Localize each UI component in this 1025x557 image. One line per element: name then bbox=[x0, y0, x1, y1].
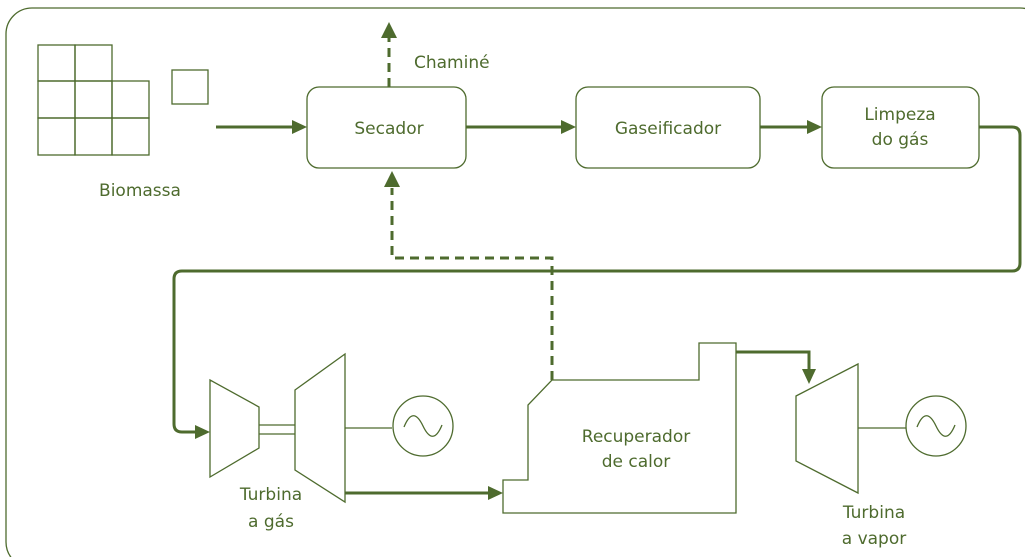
steam-turbine-label-1: Turbina bbox=[842, 503, 905, 523]
heat-recovery-label-2: de calor bbox=[602, 452, 671, 472]
gas-cleaning-label-1: Limpeza bbox=[864, 105, 935, 125]
gas-cleaning-box bbox=[821, 86, 980, 169]
exhaust-to-recovery-arrowhead bbox=[488, 486, 503, 500]
gas-turbine-shape bbox=[294, 352, 346, 504]
biomass-label: Biomassa bbox=[99, 181, 181, 201]
compressor-shape bbox=[209, 378, 260, 479]
heat-return-flow-line bbox=[390, 188, 554, 380]
chimney-label: Chaminé bbox=[414, 53, 490, 73]
recovery-to-steam-turbine-line bbox=[736, 350, 811, 370]
steam-turbine-label-2: a vapor bbox=[842, 529, 906, 549]
gasifier-label: Gaseificador bbox=[615, 119, 721, 139]
steam-turbine-shape bbox=[795, 362, 859, 495]
gas-cleaning-label-2: do gás bbox=[872, 130, 929, 150]
sine-wave-icon bbox=[916, 415, 956, 437]
biomass-to-dryer-arrowhead bbox=[292, 120, 307, 134]
diagram-frame bbox=[5, 7, 1025, 557]
heat-recovery-label-1: Recuperador bbox=[582, 427, 690, 447]
sine-wave-icon bbox=[403, 415, 443, 437]
biomass-icon bbox=[37, 44, 209, 156]
heat-recovery-unit bbox=[502, 342, 737, 514]
gas-turbine-inlet-arrowhead bbox=[195, 425, 210, 439]
steam-turbine-inlet-arrowhead bbox=[802, 369, 816, 384]
gas-turbine-label-2: a gás bbox=[248, 512, 294, 532]
heat-return-arrowhead bbox=[384, 171, 400, 187]
cleaning-to-gas-turbine-line bbox=[172, 125, 1022, 434]
gas-turbine-label-1: Turbina bbox=[239, 485, 302, 505]
dryer-to-gasifier-arrowhead bbox=[561, 120, 576, 134]
dryer-label: Secador bbox=[354, 119, 423, 139]
gasifier-to-cleaning-arrowhead bbox=[807, 120, 822, 134]
chimney-arrowhead bbox=[381, 22, 397, 38]
